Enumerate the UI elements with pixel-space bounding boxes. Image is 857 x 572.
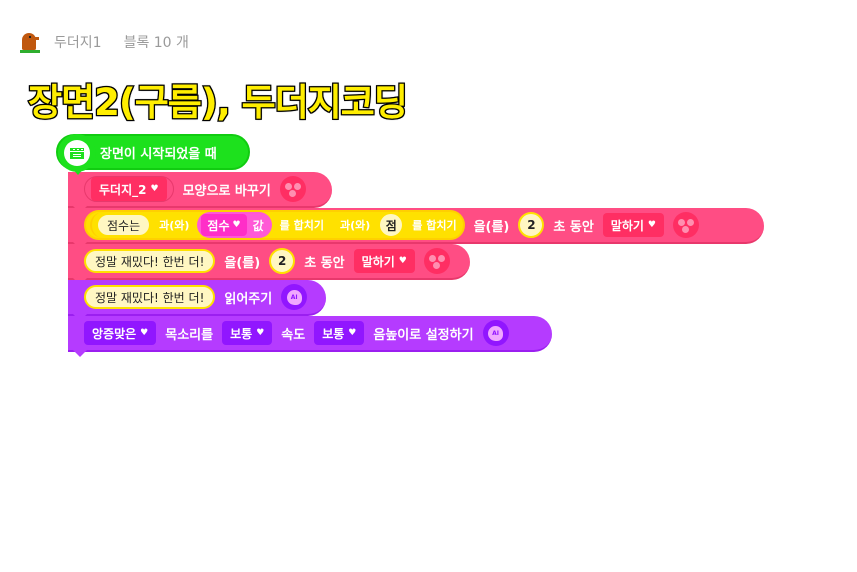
start-block-label: 장면이 시작되었을 때	[100, 146, 217, 162]
block-count: 블록 10 개	[123, 35, 189, 51]
shape-icon	[672, 212, 699, 238]
change-shape-block[interactable]: 두더지_2♥ 모양으로 바꾸기	[68, 172, 332, 213]
chevron-down-icon: ♥	[647, 220, 656, 230]
say-combined-block[interactable]: 점수는 과(와) 점수♥ 값 를 합치기 과(와) 점 를 합치기 을(를) 2…	[68, 208, 764, 249]
shape-dropdown[interactable]: 두더지_2♥	[91, 177, 167, 201]
say-action-dropdown[interactable]: 말하기♥	[353, 249, 415, 273]
object-header: 두더지1 블록 10 개	[20, 31, 189, 53]
chevron-down-icon: ♥	[150, 184, 159, 194]
variable-dropdown[interactable]: 점수♥	[201, 214, 247, 236]
read-aloud-block[interactable]: 정말 재밌다! 한번 더! 읽어주기 AI	[68, 280, 326, 321]
mole-icon	[20, 31, 40, 53]
chevron-down-icon: ♥	[398, 256, 407, 266]
variable-block[interactable]: 점수♥ 값	[197, 212, 272, 238]
join-outer[interactable]: 점수는 과(와) 점수♥ 값 를 합치기 과(와) 점 를 합치기	[84, 210, 465, 240]
read-text-input[interactable]: 정말 재밌다! 한번 더!	[84, 285, 216, 309]
shape-icon	[279, 176, 306, 202]
text-input-2[interactable]: 점	[378, 212, 405, 238]
shape-icon	[423, 248, 450, 274]
say-text-input[interactable]: 정말 재밌다! 한번 더!	[84, 249, 216, 273]
ai-icon: AI	[281, 284, 308, 310]
seconds-input[interactable]: 2	[518, 212, 545, 238]
set-voice-block[interactable]: 앙증맞은♥ 목소리를 보통♥ 속도 보통♥ 음높이로 설정하기 AI	[68, 316, 552, 357]
clapperboard-icon	[58, 134, 96, 172]
chevron-down-icon: ♥	[348, 328, 357, 338]
pitch-dropdown[interactable]: 보통♥	[314, 321, 365, 345]
chevron-down-icon: ♥	[232, 220, 241, 230]
say-action-dropdown[interactable]: 말하기♥	[602, 213, 664, 237]
voice-dropdown[interactable]: 앙증맞은♥	[84, 321, 157, 345]
page-title: 장면2(구름), 두더지코딩	[27, 80, 409, 126]
speed-dropdown[interactable]: 보통♥	[222, 321, 273, 345]
text-input-1[interactable]: 점수는	[96, 213, 152, 237]
object-name: 두더지1	[54, 35, 102, 51]
start-scene-block[interactable]: 장면이 시작되었을 때	[56, 134, 250, 172]
say-text-block[interactable]: 정말 재밌다! 한번 더! 을(를) 2 초 동안 말하기♥	[68, 244, 470, 285]
ai-icon: AI	[482, 320, 509, 346]
change-shape-label: 모양으로 바꾸기	[182, 183, 271, 199]
chevron-down-icon: ♥	[140, 328, 149, 338]
join-inner[interactable]: 점수는 과(와) 점수♥ 값 를 합치기	[90, 212, 332, 238]
chevron-down-icon: ♥	[256, 328, 265, 338]
seconds-input[interactable]: 2	[269, 248, 296, 274]
